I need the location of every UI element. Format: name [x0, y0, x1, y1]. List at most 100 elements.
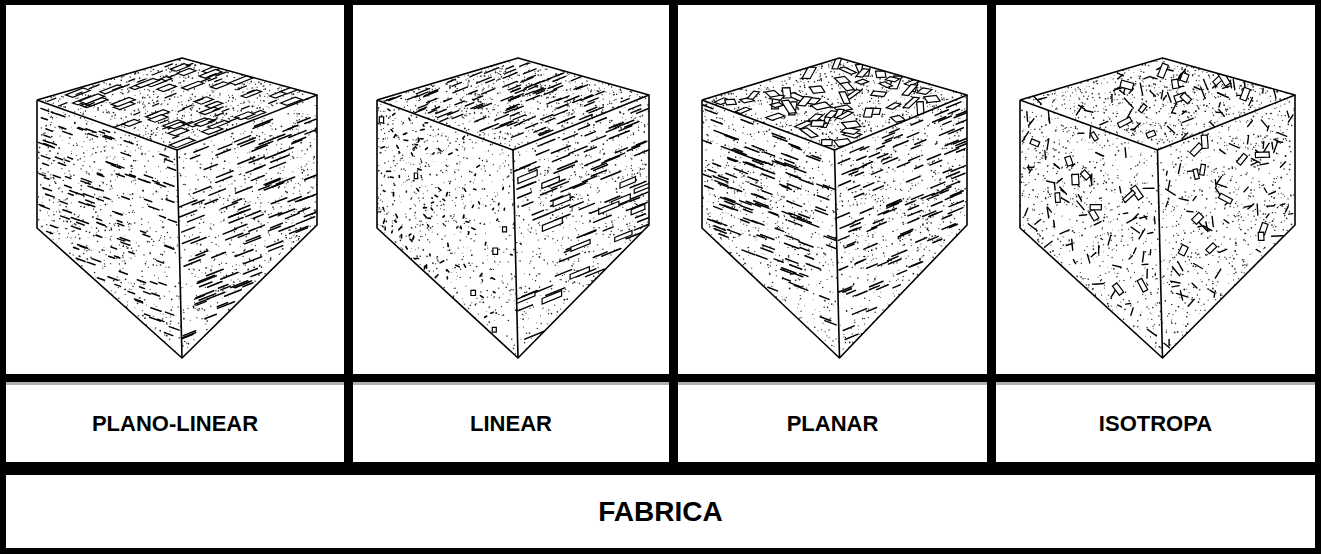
stipple-dot [233, 109, 234, 110]
mineral-grain [100, 85, 123, 94]
stipple-dot [124, 263, 126, 265]
stipple-dot [136, 250, 137, 251]
stipple-dot [52, 177, 53, 178]
stipple-dot [281, 148, 282, 149]
stipple-dot [181, 101, 182, 102]
stipple-dot [161, 198, 163, 200]
stipple-dot [152, 99, 153, 100]
stipple-dot [252, 106, 254, 108]
stipple-dot [268, 214, 270, 216]
stipple-dot [248, 100, 249, 101]
stipple-dot [80, 206, 82, 208]
stipple-dot [128, 212, 129, 213]
mineral-dash [43, 140, 49, 142]
stipple-dot [53, 178, 54, 179]
stipple-dot [142, 103, 144, 105]
stipple-dot [139, 90, 140, 91]
stipple-dot [71, 243, 72, 244]
stipple-dot [144, 299, 146, 301]
stipple-dot [65, 199, 66, 200]
stipple-dot [144, 89, 145, 90]
stipple-dot [213, 91, 215, 93]
stipple-dot [166, 195, 168, 197]
stipple-dot [223, 219, 224, 220]
mineral-dash [88, 186, 98, 190]
stipple-dot [226, 254, 227, 255]
stipple-dot [149, 90, 150, 91]
mineral-dash [63, 131, 72, 134]
stipple-dot [168, 191, 169, 192]
stipple-dot [196, 161, 197, 162]
stipple-dot [229, 162, 231, 164]
stipple-dot [52, 210, 54, 212]
stipple-dot [137, 303, 139, 305]
stipple-dot [183, 167, 185, 169]
stipple-dot [221, 119, 223, 121]
stipple-dot [307, 169, 308, 170]
stipple-dot [123, 76, 124, 77]
stipple-dot [130, 171, 132, 173]
stipple-dot [161, 74, 163, 76]
stipple-dot [163, 76, 164, 77]
stipple-dot [139, 77, 141, 79]
stipple-dot [97, 146, 98, 147]
mineral-dash [144, 292, 151, 295]
mineral-grain [211, 82, 230, 89]
stipple-dot [110, 83, 111, 84]
stipple-dot [218, 290, 220, 292]
stipple-dot [103, 112, 104, 113]
stipple-dot [193, 305, 195, 307]
mineral-grain [168, 128, 189, 136]
stipple-dot [129, 194, 130, 195]
mineral-dash [140, 287, 145, 289]
stipple-dot [145, 113, 146, 114]
stipple-dot [106, 141, 107, 142]
stipple-dot [292, 94, 293, 95]
stipple-dot [105, 237, 107, 239]
stipple-dot [174, 159, 176, 161]
stipple-dot [53, 160, 54, 161]
stipple-dot [66, 220, 67, 221]
stipple-dot [58, 101, 59, 102]
stipple-dot [234, 188, 236, 190]
stipple-dot [143, 107, 144, 108]
stipple-dot [253, 266, 255, 268]
mineral-dash [58, 163, 65, 166]
stipple-dot [131, 165, 132, 166]
stipple-dot [82, 94, 83, 95]
mineral-dash [47, 98, 56, 101]
stipple-dot [127, 304, 128, 305]
stipple-dot [142, 96, 144, 98]
stipple-dot [58, 209, 60, 211]
stipple-dot [258, 81, 260, 83]
stipple-dot [93, 235, 95, 237]
stipple-dot [268, 107, 269, 108]
mineral-dash [169, 327, 179, 331]
stipple-dot [199, 113, 201, 115]
stipple-dot [99, 251, 101, 253]
stipple-dot [156, 265, 157, 266]
stipple-dot [153, 258, 154, 259]
stipple-dot [120, 92, 122, 94]
mineral-dash [92, 259, 101, 262]
stipple-dot [164, 296, 165, 297]
stipple-dot [139, 101, 140, 102]
stipple-dot [164, 100, 165, 101]
stipple-dot [233, 206, 235, 208]
stipple-dot [293, 241, 295, 243]
stipple-dot [137, 144, 139, 146]
stipple-dot [47, 212, 49, 214]
mineral-dash [157, 184, 166, 187]
stipple-dot [298, 113, 300, 115]
stipple-dot [237, 157, 238, 158]
stipple-dot [105, 101, 107, 103]
stipple-dot [226, 75, 228, 77]
stipple-dot [129, 76, 131, 78]
stipple-dot [128, 226, 129, 227]
mineral-grain [194, 97, 213, 104]
stipple-dot [101, 105, 102, 106]
stipple-dot [174, 176, 175, 177]
stipple-dot [165, 132, 167, 134]
stipple-dot [201, 318, 202, 319]
mineral-dash [183, 121, 193, 125]
